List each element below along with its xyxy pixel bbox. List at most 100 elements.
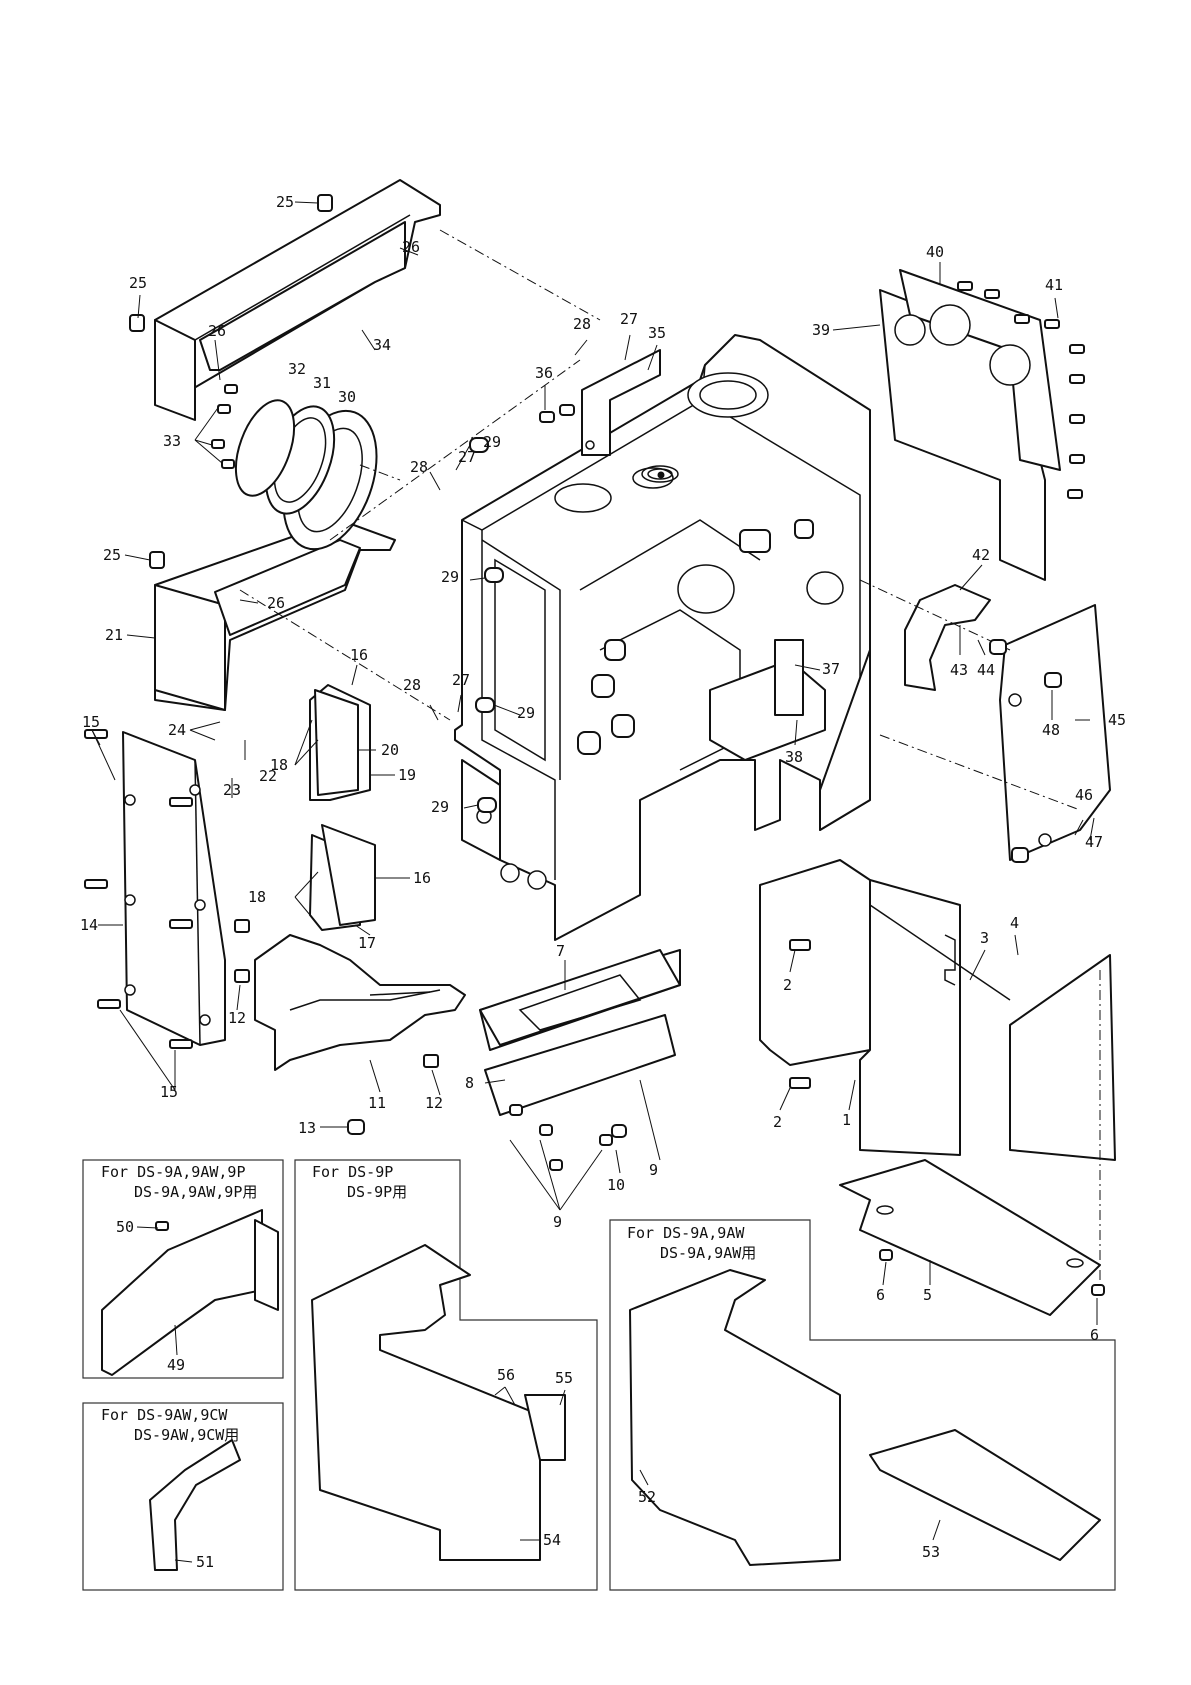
callout-label: 12 bbox=[425, 1094, 443, 1112]
callout-label: 4 bbox=[1010, 914, 1019, 932]
screw-icon bbox=[221, 459, 235, 469]
callout-label: 33 bbox=[163, 432, 181, 450]
screw-icon bbox=[984, 289, 1000, 299]
callout-label: 2 bbox=[773, 1113, 782, 1131]
variant-note: DS-9A,9AW用 bbox=[660, 1244, 756, 1262]
callout-label: 21 bbox=[105, 626, 123, 644]
callout-label: 47 bbox=[1085, 833, 1103, 851]
callout-label: 18 bbox=[270, 756, 288, 774]
rear-cover-45 bbox=[999, 604, 1111, 861]
screw-icon bbox=[84, 879, 108, 889]
callout-label: 3 bbox=[980, 929, 989, 947]
callout-label: 10 bbox=[607, 1176, 625, 1194]
callout-label: 43 bbox=[950, 661, 968, 679]
screw-icon bbox=[1069, 414, 1085, 424]
assembly-center-lines bbox=[239, 229, 1101, 1290]
callout-label: 46 bbox=[1075, 786, 1093, 804]
screw-icon bbox=[1069, 344, 1085, 354]
screw-icon bbox=[549, 1159, 563, 1171]
screw-icon bbox=[169, 919, 193, 929]
variant-notes: For DS-9A,9AW,9P DS-9A,9AW,9P用 For DS-9A… bbox=[101, 1163, 756, 1444]
callout-label: 22 bbox=[259, 767, 277, 785]
callout-label: 55 bbox=[555, 1369, 573, 1387]
callout-label: 36 bbox=[535, 364, 553, 382]
callout-label: 19 bbox=[398, 766, 416, 784]
callout-label: 18 bbox=[248, 888, 266, 906]
screw-icon bbox=[317, 194, 333, 212]
callout-label: 14 bbox=[80, 916, 98, 934]
callout-label: 39 bbox=[812, 321, 830, 339]
callout-label: 35 bbox=[648, 324, 666, 342]
callout-label: 5 bbox=[923, 1286, 932, 1304]
screw-icon bbox=[234, 969, 250, 983]
variant-box-49 bbox=[82, 1159, 284, 1379]
screw-icon bbox=[559, 404, 575, 416]
callout-label: 8 bbox=[465, 1074, 474, 1092]
screw-icon bbox=[1044, 319, 1060, 329]
callout-label: 27 bbox=[458, 448, 476, 466]
callout-label: 24 bbox=[168, 721, 186, 739]
variant-box-54 bbox=[294, 1159, 598, 1591]
screw-icon bbox=[989, 639, 1007, 655]
screw-icon bbox=[1044, 672, 1062, 688]
screw-icon bbox=[789, 939, 811, 951]
rear-plate-39-40 bbox=[879, 269, 1061, 581]
callout-label: 32 bbox=[288, 360, 306, 378]
callout-numbers: 25 26 25 26 34 32 31 30 33 28 27 29 28 2… bbox=[80, 193, 1126, 1571]
callout-label: 26 bbox=[267, 594, 285, 612]
callout-label: 7 bbox=[556, 942, 565, 960]
callout-label: 30 bbox=[338, 388, 356, 406]
screw-icon bbox=[1067, 489, 1083, 499]
screw-icon bbox=[789, 1077, 811, 1089]
callout-label: 11 bbox=[368, 1094, 386, 1112]
screw-icon bbox=[234, 919, 250, 933]
screw-icon bbox=[423, 1054, 439, 1068]
screw-icon bbox=[1069, 454, 1085, 464]
bracket-35 bbox=[581, 349, 661, 456]
screw-icon bbox=[539, 1124, 553, 1136]
screw-icon bbox=[217, 404, 231, 414]
callout-label: 44 bbox=[977, 661, 995, 679]
screw-icon bbox=[484, 567, 504, 583]
callout-label: 28 bbox=[403, 676, 421, 694]
round-plates-16-19-20 bbox=[309, 684, 376, 931]
callout-label: 27 bbox=[620, 310, 638, 328]
callout-label: 52 bbox=[638, 1488, 656, 1506]
callout-label: 15 bbox=[160, 1083, 178, 1101]
screw-icon bbox=[149, 551, 165, 569]
screw-icon bbox=[1011, 847, 1029, 863]
callout-label: 27 bbox=[452, 671, 470, 689]
screw-icon bbox=[97, 999, 121, 1009]
variant-note: For DS-9A,9AW,9P bbox=[101, 1163, 246, 1181]
screw-icon bbox=[211, 439, 225, 449]
callout-label: 48 bbox=[1042, 721, 1060, 739]
callout-label: 16 bbox=[350, 646, 368, 664]
variant-note: DS-9A,9AW,9P用 bbox=[134, 1183, 257, 1201]
flange-30-32 bbox=[234, 399, 378, 551]
screw-fasteners bbox=[84, 194, 1105, 1296]
callout-label: 25 bbox=[276, 193, 294, 211]
screw-icon bbox=[611, 1124, 627, 1138]
variant-box-51 bbox=[82, 1402, 284, 1591]
front-cover-21 bbox=[154, 519, 396, 711]
screw-icon bbox=[539, 411, 555, 423]
screw-icon bbox=[957, 281, 973, 291]
screw-icon bbox=[169, 1039, 193, 1049]
callout-label: 13 bbox=[298, 1119, 316, 1137]
callout-label: 23 bbox=[223, 781, 241, 799]
plates-7-8 bbox=[479, 949, 681, 1116]
callout-label: 9 bbox=[649, 1161, 658, 1179]
callout-leader-lines bbox=[91, 201, 1098, 1563]
callout-label: 26 bbox=[402, 238, 420, 256]
screw-icon bbox=[347, 1119, 365, 1135]
screw-icon bbox=[1069, 374, 1085, 384]
callout-label: 51 bbox=[196, 1553, 214, 1571]
bed-cover-1 bbox=[759, 859, 1116, 1161]
callout-label: 2 bbox=[783, 976, 792, 994]
callout-label: 34 bbox=[373, 336, 391, 354]
screw-icon bbox=[1091, 1284, 1105, 1296]
screw-icon bbox=[879, 1249, 893, 1261]
screw-icon bbox=[169, 797, 193, 807]
screw-icon bbox=[129, 314, 145, 332]
